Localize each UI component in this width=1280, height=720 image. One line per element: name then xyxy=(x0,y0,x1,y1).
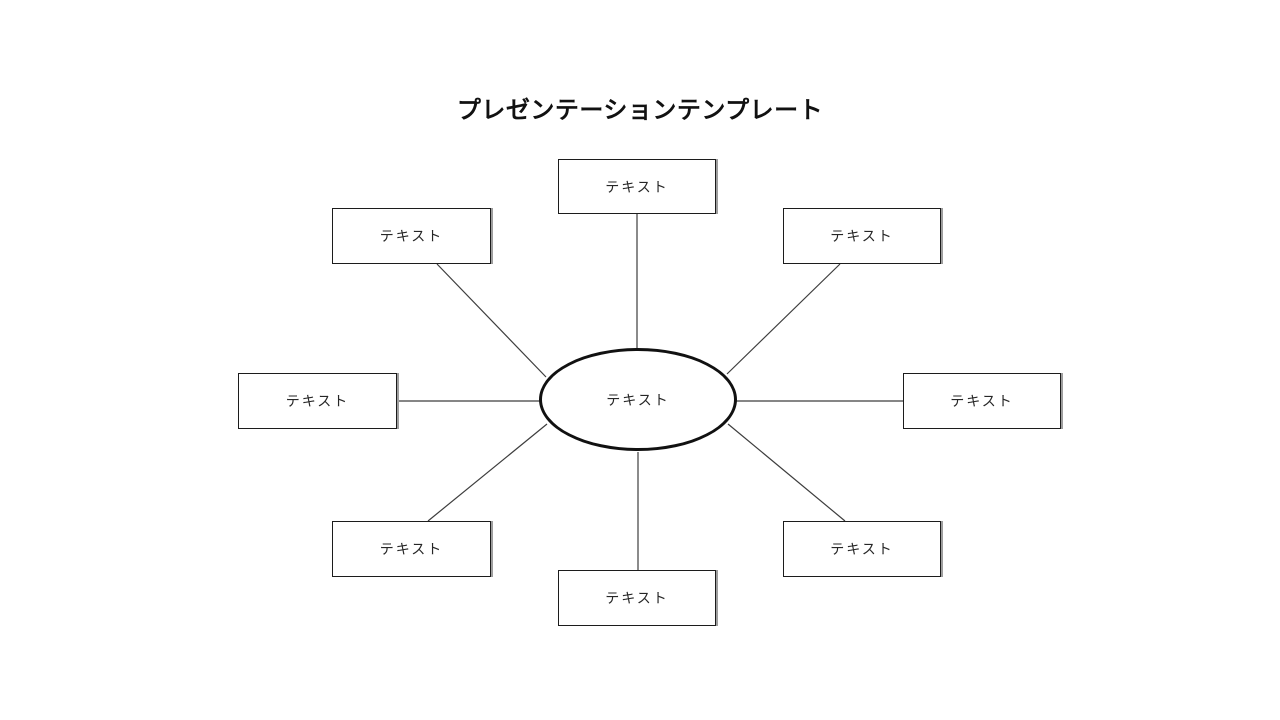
node-bottom-right-label: テキスト xyxy=(830,541,894,557)
node-left[interactable]: テキスト xyxy=(238,373,397,429)
node-bottom-right[interactable]: テキスト xyxy=(783,521,941,577)
node-left-label: テキスト xyxy=(285,393,350,409)
node-top-right[interactable]: テキスト xyxy=(783,208,941,264)
connector-center-bottom-left xyxy=(427,423,548,522)
node-bottom-left-label: テキスト xyxy=(379,541,444,557)
node-right[interactable]: テキスト xyxy=(903,373,1061,429)
node-top-left[interactable]: テキスト xyxy=(332,208,491,264)
node-top[interactable]: テキスト xyxy=(558,159,716,214)
connector-center-bottom-right xyxy=(727,423,846,522)
node-right-label: テキスト xyxy=(950,393,1014,409)
connector-center-top-left xyxy=(436,263,547,378)
node-bottom[interactable]: テキスト xyxy=(558,570,716,626)
node-top-right-label: テキスト xyxy=(830,228,894,244)
center-ellipse-label: テキスト xyxy=(606,391,670,408)
node-top-label: テキスト xyxy=(605,178,669,195)
center-ellipse-node[interactable]: テキスト xyxy=(539,348,737,451)
node-bottom-left[interactable]: テキスト xyxy=(332,521,491,577)
connector-center-top-right xyxy=(726,263,841,375)
slide-title[interactable]: プレゼンテーションテンプレート xyxy=(456,97,824,124)
node-bottom-label: テキスト xyxy=(605,590,669,606)
node-top-left-label: テキスト xyxy=(379,228,444,244)
